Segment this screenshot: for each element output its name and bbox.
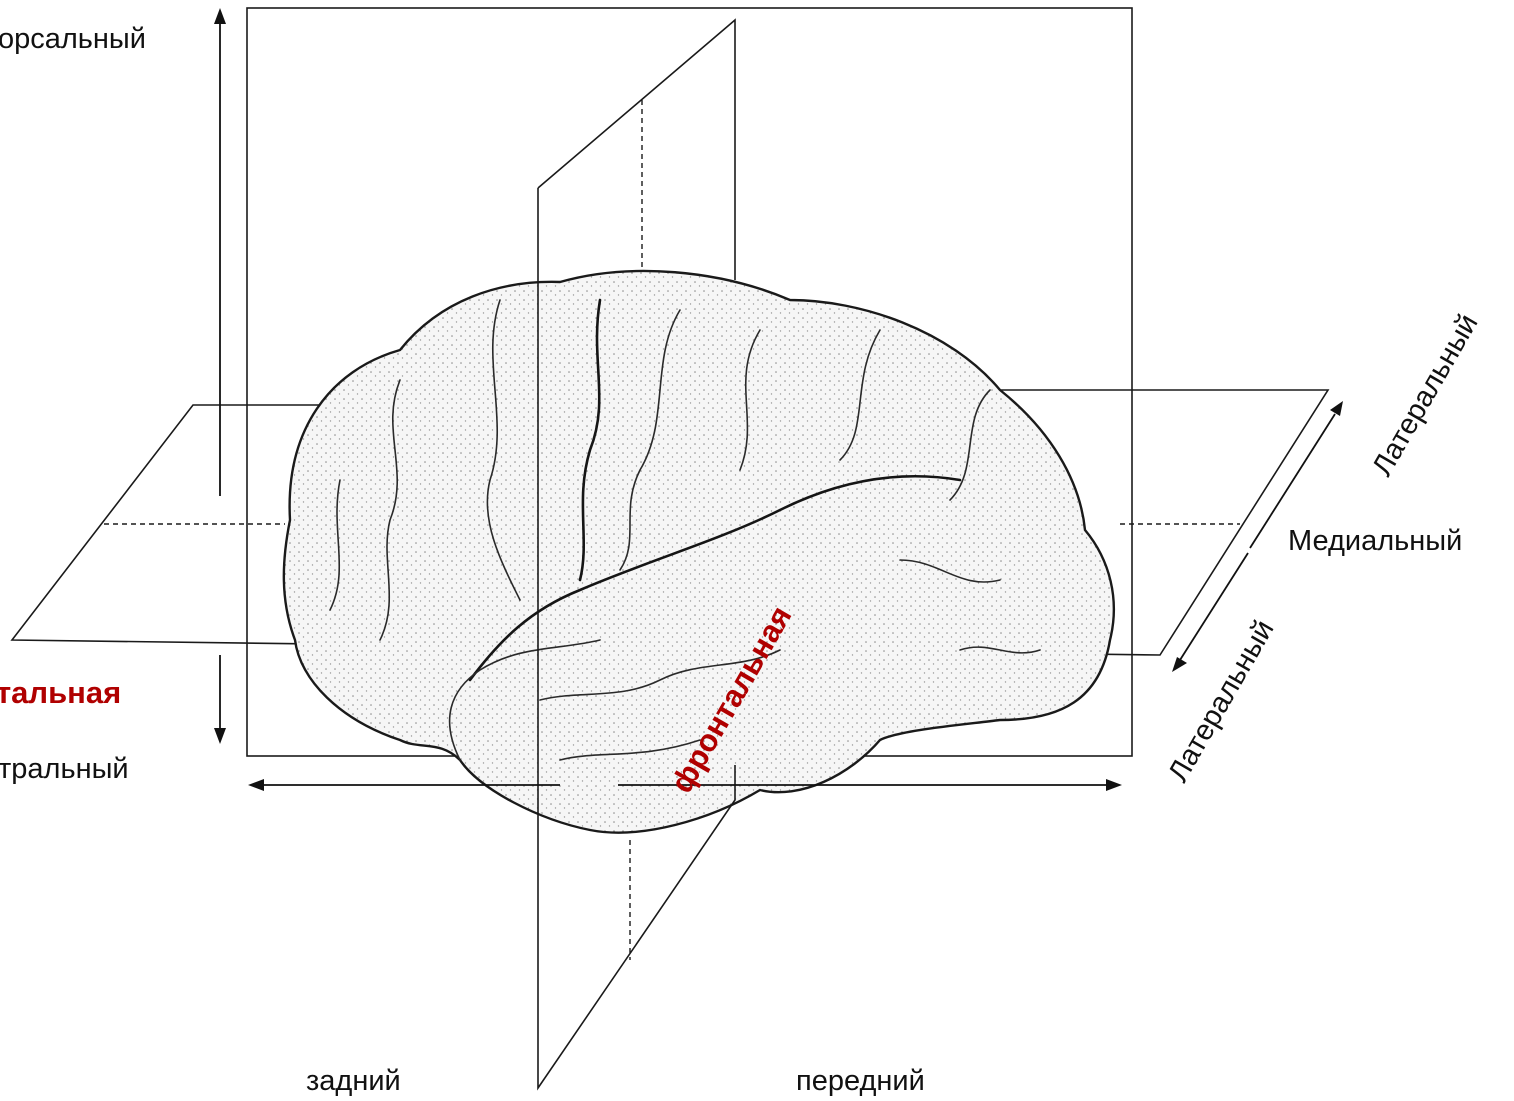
temporal-lobe-outline [448,639,601,761]
diagonal-axis-bottom [1179,552,1249,661]
sulcus-9 [559,739,701,761]
horizontal-axis-left-arrow [248,779,264,791]
diagonal-axis-top [1249,413,1336,549]
brain-illustration [282,269,1116,834]
sulcus-3 [739,329,761,471]
sulcus-5 [949,389,991,501]
sulcus-7 [329,479,341,611]
label-anterior: передний [796,1065,925,1097]
sulcus-8 [539,649,781,701]
sulcus-4 [839,329,881,461]
frontal-plane-lower [537,188,736,1091]
lateral-fissure [468,475,962,682]
diagonal-axis-up-arrow [1330,401,1343,416]
sulcus-2 [619,309,681,571]
brain-outline [282,269,1116,834]
vertical-axis-down-arrow [214,728,226,744]
horizontal-axis-right-arrow [1106,779,1122,791]
label-posterior: задний [306,1065,401,1097]
sulcus-1 [486,299,521,601]
label-ventral: тральный [0,753,129,785]
label-horizontal-plane: тальная [0,675,121,710]
sulcus-11 [959,646,1041,654]
vertical-axis-up-arrow [214,8,226,24]
frontal-plane [537,18,736,280]
diagonal-axis-down-arrow [1172,657,1187,672]
label-medial: Медиальный [1288,525,1462,557]
label-dorsal: орсальный [0,23,146,55]
label-lateral-top: Латеральный [1366,309,1484,482]
sulcus-10 [899,559,1001,583]
sulcus-6 [379,379,401,641]
central-sulcus [578,298,602,582]
label-lateral-bottom: Латеральный [1162,615,1280,788]
